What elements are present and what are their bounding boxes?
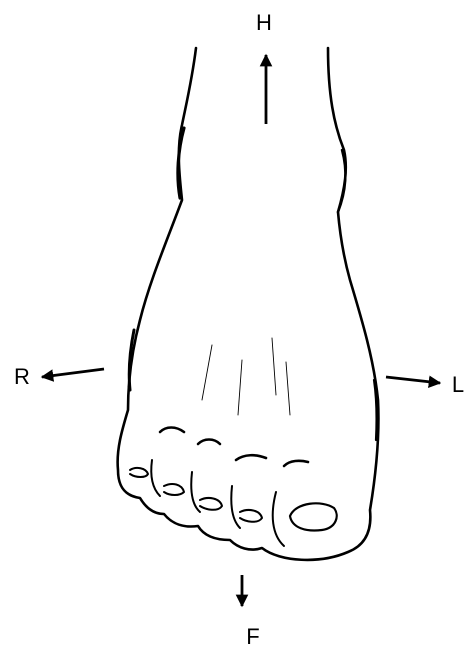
foot-illustration [118,48,379,560]
label-top: H [256,10,272,35]
label-bottom: F [246,624,259,649]
label-right: L [452,372,464,397]
foot-outline [118,48,379,560]
label-left: R [14,364,30,389]
arrow-left [42,369,104,377]
arrow-right [386,377,440,383]
